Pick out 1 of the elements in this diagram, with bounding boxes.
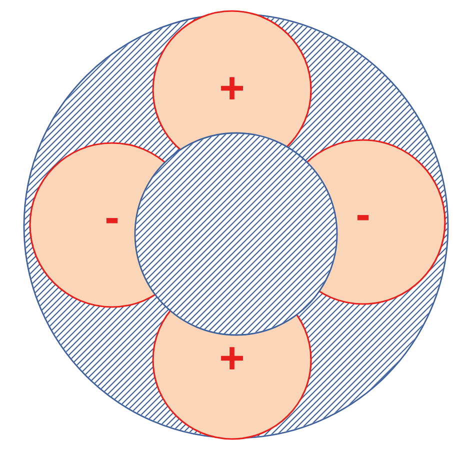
hatched-circle [134,132,338,336]
